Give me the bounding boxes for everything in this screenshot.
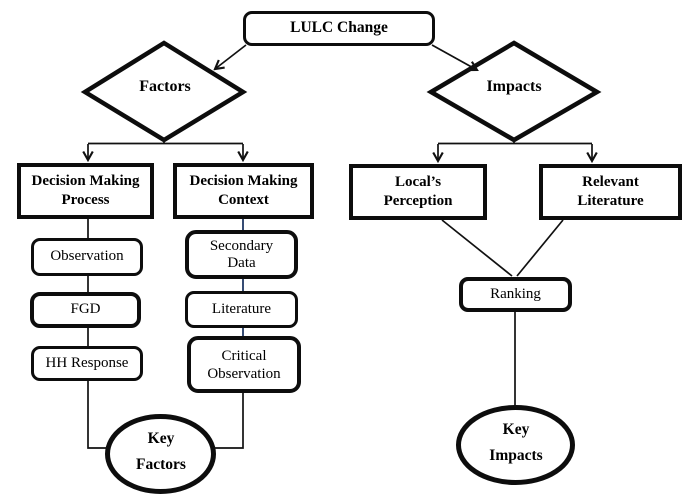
- critical-observation-node: Critical Observation: [187, 336, 301, 393]
- locals-perception-node: Local’s Perception: [349, 164, 487, 220]
- connector-lulc-to-impacts: [431, 44, 477, 70]
- decision-making-process-label: Decision Making Process: [31, 172, 140, 209]
- connector-critical-to-keyfactors: [214, 393, 244, 449]
- relevant-literature-node: Relevant Literature: [539, 164, 682, 220]
- secondary-data-label: Secondary Data: [209, 237, 274, 271]
- factors-diamond-label: Factors: [139, 78, 191, 95]
- fgd-label: FGD: [70, 301, 101, 318]
- hh-response-node: HH Response: [31, 346, 143, 381]
- critical-observation-label: Critical Observation: [207, 347, 281, 382]
- ranking-node: Ranking: [459, 277, 572, 312]
- relevant-literature-label: Relevant Literature: [577, 173, 644, 210]
- observation-label: Observation: [50, 248, 124, 265]
- observation-node: Observation: [31, 238, 143, 276]
- lulc-change-label: LULC Change: [290, 19, 388, 37]
- connector-impacts-split: [438, 138, 592, 145]
- key-factors-label: Key Factors: [136, 430, 186, 473]
- decision-making-context-node: Decision Making Context: [173, 163, 314, 219]
- ranking-label: Ranking: [490, 285, 541, 302]
- key-factors-ellipse: [105, 414, 216, 494]
- impacts-diamond-label: Impacts: [486, 78, 542, 95]
- decision-making-context-label: Decision Making Context: [189, 172, 298, 209]
- key-impacts-label: Key Impacts: [489, 421, 543, 464]
- locals-perception-label: Local’s Perception: [383, 173, 453, 210]
- connector-hhresponse-to-keyfactors: [87, 381, 107, 449]
- fgd-node: FGD: [30, 292, 141, 328]
- hh-response-label: HH Response: [45, 354, 129, 371]
- literature-label: Literature: [211, 300, 272, 317]
- key-impacts-ellipse: [456, 405, 575, 485]
- connector-lulc-to-factors: [215, 44, 247, 69]
- literature-node: Literature: [185, 291, 298, 328]
- connector-perception-to-ranking: [441, 219, 513, 277]
- connector-relevantlit-to-ranking: [516, 219, 564, 277]
- connector-factors-split: [88, 138, 243, 145]
- decision-making-process-node: Decision Making Process: [17, 163, 154, 219]
- lulc-change-node: LULC Change: [243, 11, 435, 46]
- secondary-data-node: Secondary Data: [185, 230, 298, 279]
